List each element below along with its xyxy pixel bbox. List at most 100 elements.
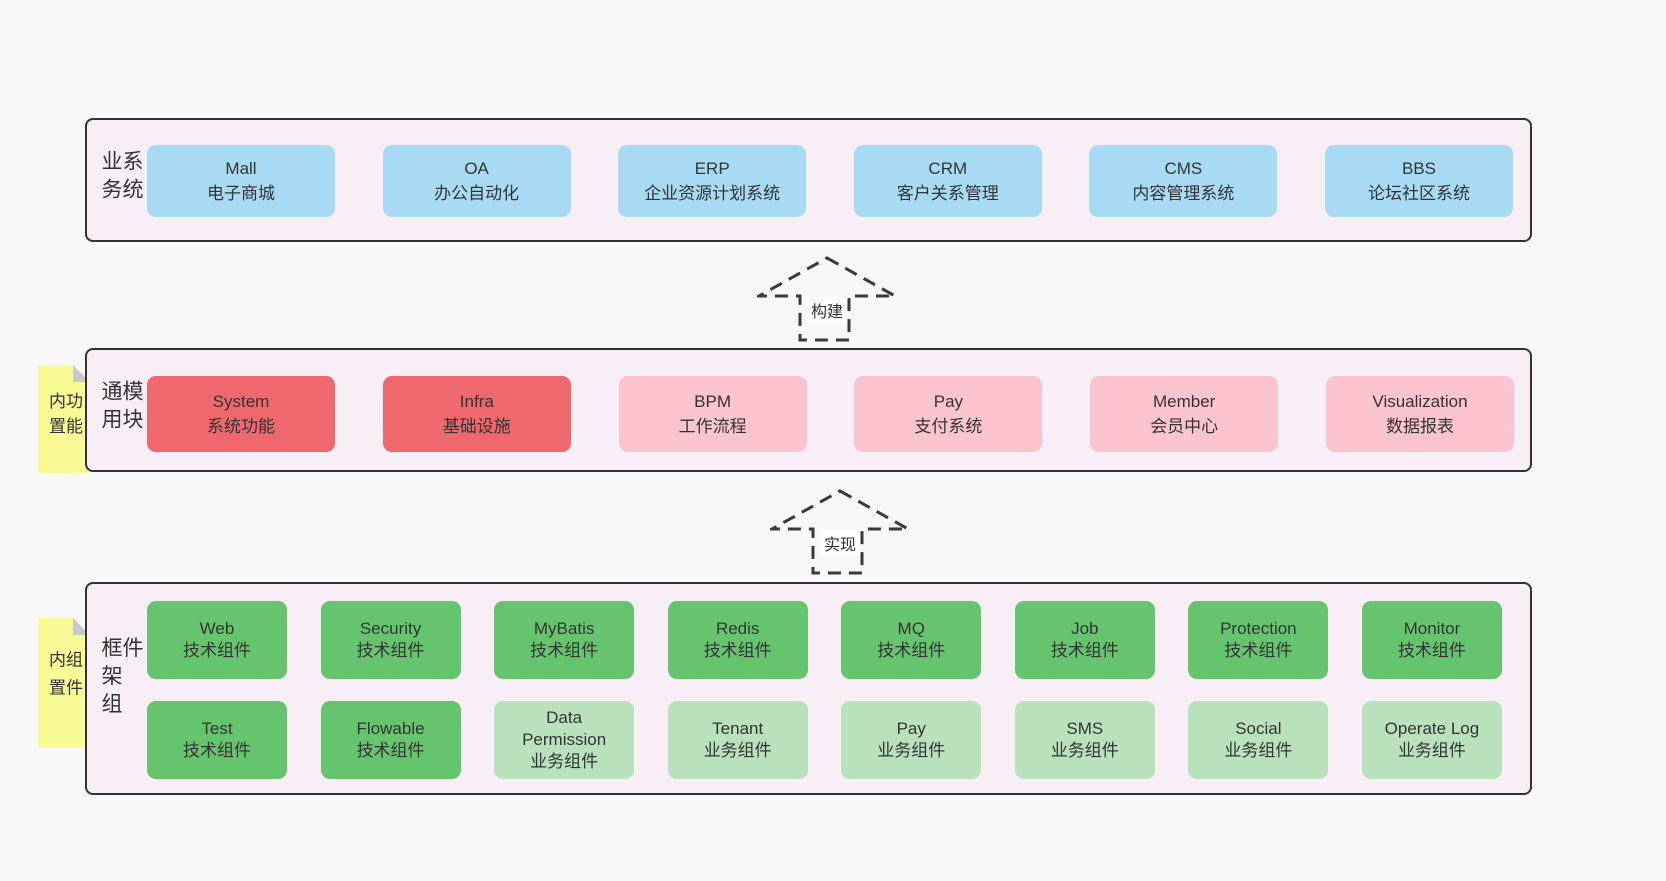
- box-mall: Mall 电子商城: [147, 145, 335, 217]
- box-social: Social 业务组件: [1188, 701, 1329, 779]
- box-desc: 技术组件: [1397, 641, 1466, 660]
- box-name: Mall: [225, 158, 257, 178]
- box-pay-system: Pay 支付系统: [854, 376, 1043, 452]
- box-member: Member 会员中心: [1090, 376, 1279, 452]
- box-desc: 技术组件: [530, 641, 599, 660]
- box-monitor: Monitor 技术组件: [1361, 601, 1502, 679]
- box-desc: 业务组件: [530, 752, 599, 772]
- box-desc: 业务组件: [1050, 741, 1119, 760]
- box-desc: 技术组件: [183, 641, 251, 660]
- box-name: CMS: [1164, 158, 1203, 178]
- box-infra: Infra 基础设施: [382, 376, 571, 452]
- box-name: Monitor: [1403, 618, 1461, 638]
- box-name: System: [212, 391, 270, 411]
- build-arrow: 构建: [757, 255, 897, 343]
- box-name: Job: [1071, 618, 1099, 638]
- up-arrow-dashed-icon: [757, 256, 897, 342]
- box-name: Pay: [933, 391, 964, 411]
- components-box-row-2: Test 技术组件 Flowable 技术组件 Data Permission …: [147, 701, 1502, 779]
- box-protection: Protection 技术组件: [1188, 601, 1329, 679]
- layer-business-systems: 业务系统 Mall 电子商城 OA 办公自动化 ERP 企业资源计划系统 CRM…: [85, 118, 1532, 242]
- box-desc: 技术组件: [1050, 641, 1119, 660]
- box-name: ERP: [694, 158, 730, 178]
- box-desc: 业务组件: [703, 741, 772, 760]
- box-desc: 会员中心: [1150, 417, 1219, 436]
- box-desc: 技术组件: [356, 641, 425, 660]
- box-oa: OA 办公自动化: [382, 145, 571, 217]
- box-desc: 内容管理系统: [1132, 184, 1235, 203]
- layer-label: 业务系统: [99, 150, 143, 206]
- box-name: Web: [199, 618, 235, 638]
- box-name: Test: [201, 718, 233, 738]
- components-box-row-1: Web 技术组件 Security 技术组件 MyBatis 技术组件 Redi…: [147, 601, 1502, 679]
- box-crm: CRM 客户关系管理: [853, 145, 1042, 217]
- box-name: MQ: [897, 618, 925, 638]
- box-name: Protection: [1220, 618, 1297, 638]
- box-desc: 办公自动化: [434, 184, 520, 203]
- box-desc: 支付系统: [914, 417, 983, 436]
- box-cms: CMS 内容管理系统: [1089, 145, 1278, 217]
- box-name: Data Permission: [522, 707, 607, 749]
- box-name: Tenant: [712, 718, 764, 738]
- arrow-label: 实现: [819, 530, 861, 556]
- box-desc: 论坛社区系统: [1367, 184, 1470, 203]
- box-data-permission: Data Permission 业务组件: [494, 701, 635, 779]
- box-desc: 技术组件: [356, 741, 425, 760]
- box-desc: 技术组件: [877, 641, 946, 660]
- box-mq: MQ 技术组件: [841, 601, 982, 679]
- box-desc: 电子商城: [207, 184, 275, 203]
- box-erp: ERP 企业资源计划系统: [618, 145, 807, 217]
- box-desc: 业务组件: [877, 741, 946, 760]
- box-desc: 数据报表: [1385, 417, 1454, 436]
- box-visualization: Visualization 数据报表: [1325, 376, 1514, 452]
- box-redis: Redis 技术组件: [667, 601, 808, 679]
- layer-label: 通用模块: [99, 380, 143, 436]
- box-name: Security: [359, 618, 422, 638]
- business-box-row: Mall 电子商城 OA 办公自动化 ERP 企业资源计划系统 CRM 客户关系…: [147, 145, 1513, 217]
- box-sms: SMS 业务组件: [1014, 701, 1155, 779]
- box-desc: 业务组件: [1224, 741, 1293, 760]
- box-name: Visualization: [1372, 391, 1468, 411]
- box-name: MyBatis: [533, 618, 595, 638]
- box-desc: 工作流程: [678, 417, 747, 436]
- box-web: Web 技术组件: [147, 601, 287, 679]
- box-system: System 系统功能: [147, 376, 335, 452]
- box-name: Social: [1235, 718, 1282, 738]
- note-text: 内置组件: [46, 650, 82, 707]
- box-test: Test 技术组件: [147, 701, 287, 779]
- box-name: CRM: [928, 158, 968, 178]
- box-name: Member: [1153, 391, 1216, 411]
- arrow-label: 构建: [806, 297, 848, 323]
- box-pay-component: Pay 业务组件: [841, 701, 982, 779]
- layer-label: 框架组件: [99, 636, 143, 721]
- box-job: Job 技术组件: [1014, 601, 1155, 679]
- box-name: Flowable: [356, 718, 425, 738]
- box-desc: 业务组件: [1397, 741, 1466, 760]
- box-bbs: BBS 论坛社区系统: [1324, 145, 1513, 217]
- box-tenant: Tenant 业务组件: [667, 701, 808, 779]
- box-name: OA: [464, 158, 489, 178]
- box-name: BBS: [1401, 158, 1436, 178]
- box-flowable: Flowable 技术组件: [320, 701, 461, 779]
- box-bpm: BPM 工作流程: [618, 376, 807, 452]
- layer-framework-components: 框架组件 Web 技术组件 Security 技术组件 MyBatis 技术组件…: [85, 582, 1532, 795]
- sticky-note-built-in-functions: 内置功能: [38, 365, 90, 473]
- box-desc: 技术组件: [183, 741, 251, 760]
- box-desc: 技术组件: [1224, 641, 1293, 660]
- modules-box-row: System 系统功能 Infra 基础设施 BPM 工作流程 Pay 支付系统…: [147, 376, 1514, 452]
- note-text: 内置功能: [46, 392, 82, 442]
- up-arrow-dashed-icon: [770, 489, 910, 575]
- box-name: BPM: [694, 391, 732, 411]
- sticky-note-built-in-components: 内置组件: [38, 618, 90, 748]
- box-security: Security 技术组件: [320, 601, 461, 679]
- box-name: Pay: [896, 718, 926, 738]
- box-desc: 基础设施: [442, 417, 511, 436]
- layer-common-modules: 通用模块 System 系统功能 Infra 基础设施 BPM 工作流程 Pay…: [85, 348, 1532, 472]
- box-desc: 技术组件: [703, 641, 772, 660]
- box-name: SMS: [1066, 718, 1104, 738]
- box-name: Redis: [715, 618, 760, 638]
- box-name: Operate Log: [1384, 718, 1480, 738]
- box-desc: 客户关系管理: [896, 184, 999, 203]
- box-desc: 系统功能: [207, 417, 275, 436]
